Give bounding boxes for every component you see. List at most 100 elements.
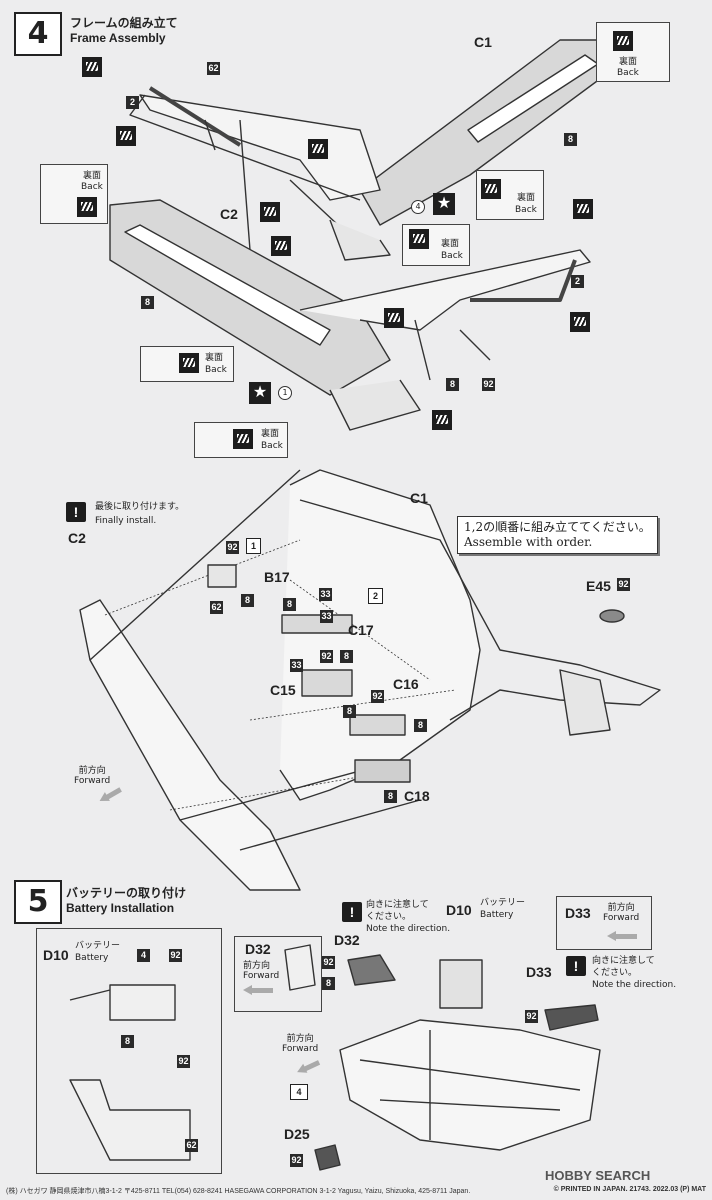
part-number-badge: 92 bbox=[290, 1154, 303, 1167]
caution-icon: ! bbox=[566, 956, 586, 976]
direction-note-en: Note the direction. bbox=[592, 980, 677, 990]
part-number-badge: 2 bbox=[571, 275, 584, 288]
forward-en: Forward bbox=[282, 1044, 319, 1054]
back-label-en: Back bbox=[81, 182, 103, 192]
part-label-b17: B17 bbox=[264, 569, 290, 585]
step-reference-4: 4 bbox=[290, 1084, 308, 1100]
caution-icon: ! bbox=[66, 502, 86, 522]
part-number-badge: 8 bbox=[241, 594, 254, 607]
back-label-jp: 裏面 bbox=[619, 57, 638, 67]
part-number-badge: 92 bbox=[177, 1055, 190, 1068]
order-note-en: Assemble with order. bbox=[464, 535, 593, 549]
forward-label: 前方向 Forward bbox=[243, 961, 279, 981]
back-callout-bottom: 裏面 Back bbox=[194, 422, 288, 458]
cement-icon bbox=[82, 57, 102, 77]
part-label-d32: D32 bbox=[245, 941, 271, 957]
part-label-c1-lower: C1 bbox=[410, 490, 428, 506]
step5-title-jp: バッテリーの取り付け bbox=[66, 886, 187, 900]
part-label-c1: C1 bbox=[474, 34, 492, 50]
cement-icon bbox=[233, 429, 253, 449]
direction-note-jp-2: ください。 bbox=[592, 968, 638, 978]
cement-icon bbox=[116, 126, 136, 146]
step5-title: バッテリーの取り付け Battery Installation bbox=[66, 884, 186, 915]
part-number-badge: 92 bbox=[482, 378, 495, 391]
battery-jp-main: バッテリー bbox=[480, 898, 526, 908]
part-label-c2: C2 bbox=[220, 206, 238, 222]
step5-title-en: Battery Installation bbox=[66, 901, 175, 915]
forward-jp: 前方向 bbox=[286, 1034, 314, 1044]
cement-icon bbox=[179, 353, 199, 373]
part-number-badge: 8 bbox=[384, 790, 397, 803]
part-label-e45: E45 bbox=[586, 578, 611, 594]
watermark: HOBBY SEARCH bbox=[545, 1168, 651, 1183]
cement-icon bbox=[77, 197, 97, 217]
cement-icon bbox=[384, 308, 404, 328]
finally-install-jp: 最後に取り付けます。 bbox=[95, 502, 185, 512]
cement-icon bbox=[481, 179, 501, 199]
part-label-c2-lower: C2 bbox=[68, 530, 86, 546]
order-box-2: 2 bbox=[368, 588, 383, 604]
back-label-jp: 裏面 bbox=[83, 171, 102, 181]
back-label-en: Back bbox=[617, 68, 639, 78]
part-label-d25: D25 bbox=[284, 1126, 310, 1142]
cement-icon bbox=[570, 312, 590, 332]
forward-arrow-icon bbox=[607, 931, 637, 941]
battery-jp: バッテリー bbox=[75, 941, 121, 951]
forward-label: 前方向 Forward bbox=[282, 1034, 318, 1054]
part-number-badge: 92 bbox=[322, 956, 335, 969]
battery-en-main: Battery bbox=[480, 910, 514, 920]
part-number-badge: 2 bbox=[126, 96, 139, 109]
part-number-badge: 8 bbox=[343, 705, 356, 718]
order-box-1: 1 bbox=[246, 538, 261, 554]
part-number-badge: 62 bbox=[185, 1139, 198, 1152]
forward-jp: 前方向 bbox=[78, 766, 106, 776]
part-number-badge: 62 bbox=[207, 62, 220, 75]
forward-arrow-icon bbox=[243, 985, 273, 995]
finally-install-en: Finally install. bbox=[95, 516, 157, 526]
cement-icon bbox=[613, 31, 633, 51]
part-number-badge: 4 bbox=[137, 949, 150, 962]
circled-number: 1 bbox=[278, 386, 292, 400]
d32-detail-box: D32 前方向 Forward bbox=[234, 936, 322, 1012]
order-note-jp: 1,2の順番に組み立ててください。 bbox=[464, 520, 651, 534]
direction-note-en: Note the direction. bbox=[366, 924, 451, 934]
part-number-badge: 92 bbox=[226, 541, 239, 554]
back-label-jp: 裏面 bbox=[517, 193, 536, 203]
step4-title-jp: フレームの組み立て bbox=[70, 16, 178, 30]
part-number-badge: 33 bbox=[319, 588, 332, 601]
direction-note-jp-2: ください。 bbox=[366, 912, 412, 922]
step4-title: フレームの組み立て Frame Assembly bbox=[70, 14, 178, 45]
part-number-badge: 62 bbox=[210, 601, 223, 614]
forward-en: Forward bbox=[243, 971, 280, 981]
footer-right: © PRINTED IN JAPAN. 21743. 2022.03 (P) M… bbox=[553, 1186, 706, 1193]
part-label-c17: C17 bbox=[348, 622, 374, 638]
part-label-c15: C15 bbox=[270, 682, 296, 698]
back-label-jp: 裏面 bbox=[205, 353, 224, 363]
direction-note-jp-1: 向きに注意して bbox=[366, 900, 429, 910]
forward-en: Forward bbox=[74, 776, 111, 786]
part-number-badge: 8 bbox=[283, 598, 296, 611]
part-number-badge: 8 bbox=[414, 719, 427, 732]
cement-icon bbox=[308, 139, 328, 159]
part-number-badge: 8 bbox=[446, 378, 459, 391]
back-label-en: Back bbox=[205, 365, 227, 375]
back-label-en: Back bbox=[441, 251, 463, 261]
step4-title-en: Frame Assembly bbox=[70, 31, 166, 45]
part-number-badge: 33 bbox=[290, 659, 303, 672]
part-label-d10: D10 bbox=[43, 947, 69, 963]
part-label-d32-main: D32 bbox=[334, 932, 360, 948]
cement-icon bbox=[573, 199, 593, 219]
part-number-badge: 92 bbox=[371, 690, 384, 703]
back-callout-center: 裏面 Back bbox=[402, 224, 470, 266]
back-label-jp: 裏面 bbox=[441, 239, 460, 249]
part-number-badge: 8 bbox=[322, 977, 335, 990]
part-number-badge: 8 bbox=[564, 133, 577, 146]
star-icon: ★ bbox=[249, 382, 271, 404]
direction-note-jp-1: 向きに注意して bbox=[592, 956, 655, 966]
forward-en: Forward bbox=[603, 913, 640, 923]
back-callout-upper-right: 裏面 Back bbox=[596, 22, 670, 82]
d33-detail-box: D33 前方向 Forward bbox=[556, 896, 652, 950]
part-number-badge: 92 bbox=[617, 578, 630, 591]
